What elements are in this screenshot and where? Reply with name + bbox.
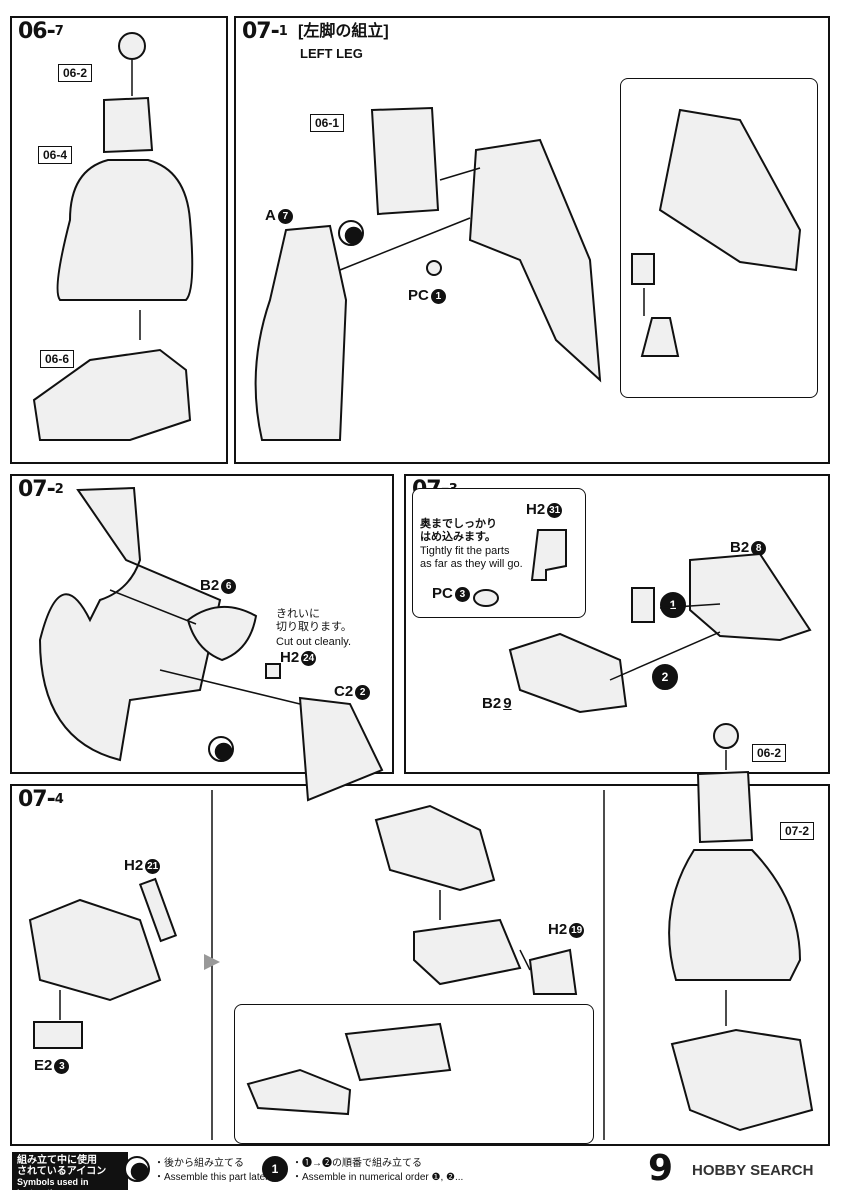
ref-06-6: 06-6 (40, 350, 75, 368)
hobby-search-watermark: HOBBY SEARCH (692, 1162, 814, 1179)
step-07-1-title-en: LEFT LEG (300, 46, 363, 61)
skirt-part (56, 159, 194, 301)
tight-fit-note-en: Tightly fit the parts as far as they wil… (420, 545, 523, 570)
armor-h2-19-part (528, 948, 578, 995)
step-07-2-panel (10, 474, 394, 774)
ref-07-2: 07-2 (780, 822, 815, 840)
cut-cleanly-note-jp: きれいに 切り取ります。 (276, 608, 352, 633)
final-top-part (696, 770, 754, 844)
upper-assembly-part (374, 804, 496, 892)
waist-part (103, 96, 154, 154)
ball-joint-part (118, 32, 146, 60)
step-07-4-panel (10, 784, 830, 1146)
poly-cap-pc3-part (473, 589, 499, 607)
rail-e2-2-part (344, 1022, 452, 1082)
cut-cleanly-note-en: Cut out cleanly. (276, 636, 352, 648)
step-07-4-tag: 07-4 (14, 788, 67, 812)
cone-h2-30-part (640, 317, 680, 357)
leg-upper-part (370, 106, 440, 216)
pin-h2-24-part (265, 663, 281, 679)
assemble-later-icon (338, 220, 364, 246)
leg-frame-part (468, 138, 602, 383)
step-07-1-title-jp: [左脚の組立] (298, 23, 389, 40)
ref-06-2-b: 06-2 (752, 744, 787, 762)
knee-b2-8-part (689, 552, 812, 642)
pin-h2-22-part (631, 253, 655, 285)
assembly-07-2-part (38, 486, 222, 762)
step-06-7-panel (10, 16, 228, 464)
tight-fit-note-jp: 奥までしっかり はめ込みます。 (420, 518, 497, 543)
assemble-later-icon (208, 736, 234, 762)
order-2-icon: 2 (652, 664, 678, 690)
final-ball-part (713, 723, 739, 749)
cover-a8-part (658, 108, 802, 272)
wedge-e2-1-part (246, 1068, 352, 1116)
assemble-later-legend-icon (124, 1156, 150, 1182)
cup-b2-6-part (186, 605, 258, 662)
step-07-1-panel (234, 16, 830, 464)
block-e2-3-part (33, 1021, 83, 1049)
base-assembly-part (413, 918, 522, 986)
legend-order-jp: ・❶→❷の順番で組み立てる (292, 1158, 422, 1169)
legend-later-en: ・Assemble this part later. (154, 1172, 271, 1183)
panel-c2-2-part (298, 696, 384, 802)
shin-b2-9-part (508, 632, 628, 714)
ref-06-2: 06-2 (58, 64, 93, 82)
page-number: 9 (648, 1148, 674, 1189)
legend-title: 組み立て中に使用 されているアイコン Symbols used in instr… (12, 1152, 128, 1198)
order-1-icon: 1 (660, 592, 686, 618)
step-06-7-tag: 06-7 (14, 20, 67, 44)
step-07-2-tag: 07-2 (14, 478, 67, 502)
ref-06-1: 06-1 (310, 114, 345, 132)
leg-shell-a7-part (254, 224, 348, 441)
bracket-h2-31-part (530, 529, 567, 581)
final-skirt-part (668, 849, 802, 981)
poly-cap-pc1-part (426, 260, 442, 276)
ref-06-4: 06-4 (38, 146, 73, 164)
step-07-3-panel (404, 474, 830, 774)
legend-order-en: ・Assemble in numerical order ❶, ❷... (292, 1172, 464, 1183)
step-07-1-tag: 07-1 (238, 20, 291, 44)
ankle-part (28, 898, 162, 1002)
rod-h2-21-part (138, 877, 178, 943)
joint-pin-part (631, 587, 655, 623)
legend-later-jp: ・後から組み立てる (154, 1158, 244, 1169)
final-foot-part (670, 1028, 814, 1132)
footer: 組み立て中に使用 されているアイコン Symbols used in instr… (12, 1148, 832, 1198)
foot-part (32, 348, 192, 441)
order-legend-icon: 1 (262, 1156, 288, 1182)
